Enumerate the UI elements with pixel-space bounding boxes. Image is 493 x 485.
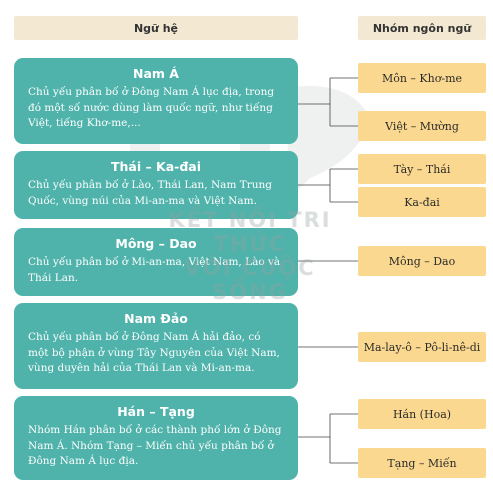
group-column-header: Nhóm ngôn ngữ: [358, 16, 486, 40]
family-name: Thái – Ka-đai: [110, 159, 202, 174]
family-description: Chủ yếu phân bố ở Lào, Thái Lan, Nam Tru…: [28, 179, 273, 207]
family-description: Chủ yếu phân bố ở Đông Nam Á lục địa, tr…: [28, 86, 275, 129]
family-name: Nam Á: [133, 66, 179, 81]
family-box-mong-dao: Mông – Dao Chủ yếu phân bố ở Mi-an-ma, V…: [14, 228, 298, 296]
group-box-tang-mien: Tạng – Miến: [358, 448, 486, 478]
group-box-mon-khome: Môn – Khơ-me: [358, 63, 486, 93]
family-name: Mông – Dao: [115, 236, 197, 251]
group-box-tay-thai: Tày – Thái: [358, 154, 486, 184]
watermark-line-1: KẾT NỐI TRI THỨC: [168, 208, 332, 256]
group-box-han-hoa: Hán (Hoa): [358, 399, 486, 429]
family-column-header: Ngữ hệ: [14, 16, 298, 40]
watermark-text: KẾT NỐI TRI THỨC VỚI CUỘC SỐNG: [145, 208, 355, 304]
family-box-nam-a: Nam Á Chủ yếu phân bố ở Đông Nam Á lục đ…: [14, 58, 298, 144]
family-description: Chủ yếu phân bố ở Mi-an-ma, Việt Nam, Là…: [28, 256, 281, 284]
family-name: Hán – Tạng: [117, 404, 195, 419]
group-box-mong-dao: Mông – Dao: [358, 246, 486, 276]
group-box-viet-muong: Việt – Mường: [358, 111, 486, 141]
watermark-line-2: VỚI CUỘC SỐNG: [184, 256, 316, 304]
family-description: Nhóm Hán phân bố ở các thành phố lớn ở Đ…: [28, 424, 282, 467]
family-box-han-tang: Hán – Tạng Nhóm Hán phân bố ở các thành …: [14, 396, 298, 480]
family-box-nam-dao: Nam Đảo Chủ yếu phân bố ở Đông Nam Á hải…: [14, 303, 298, 389]
group-box-ka-dai: Ka-đai: [358, 187, 486, 217]
family-name: Nam Đảo: [124, 311, 188, 326]
group-box-malayo-polynesian: Ma-lay-ô – Pô-li-nê-di: [358, 332, 486, 362]
family-description: Chủ yếu phân bố ở Đông Nam Á hải đảo, có…: [28, 331, 280, 374]
family-box-thai-ka-dai: Thái – Ka-đai Chủ yếu phân bố ở Lào, Thá…: [14, 151, 298, 219]
